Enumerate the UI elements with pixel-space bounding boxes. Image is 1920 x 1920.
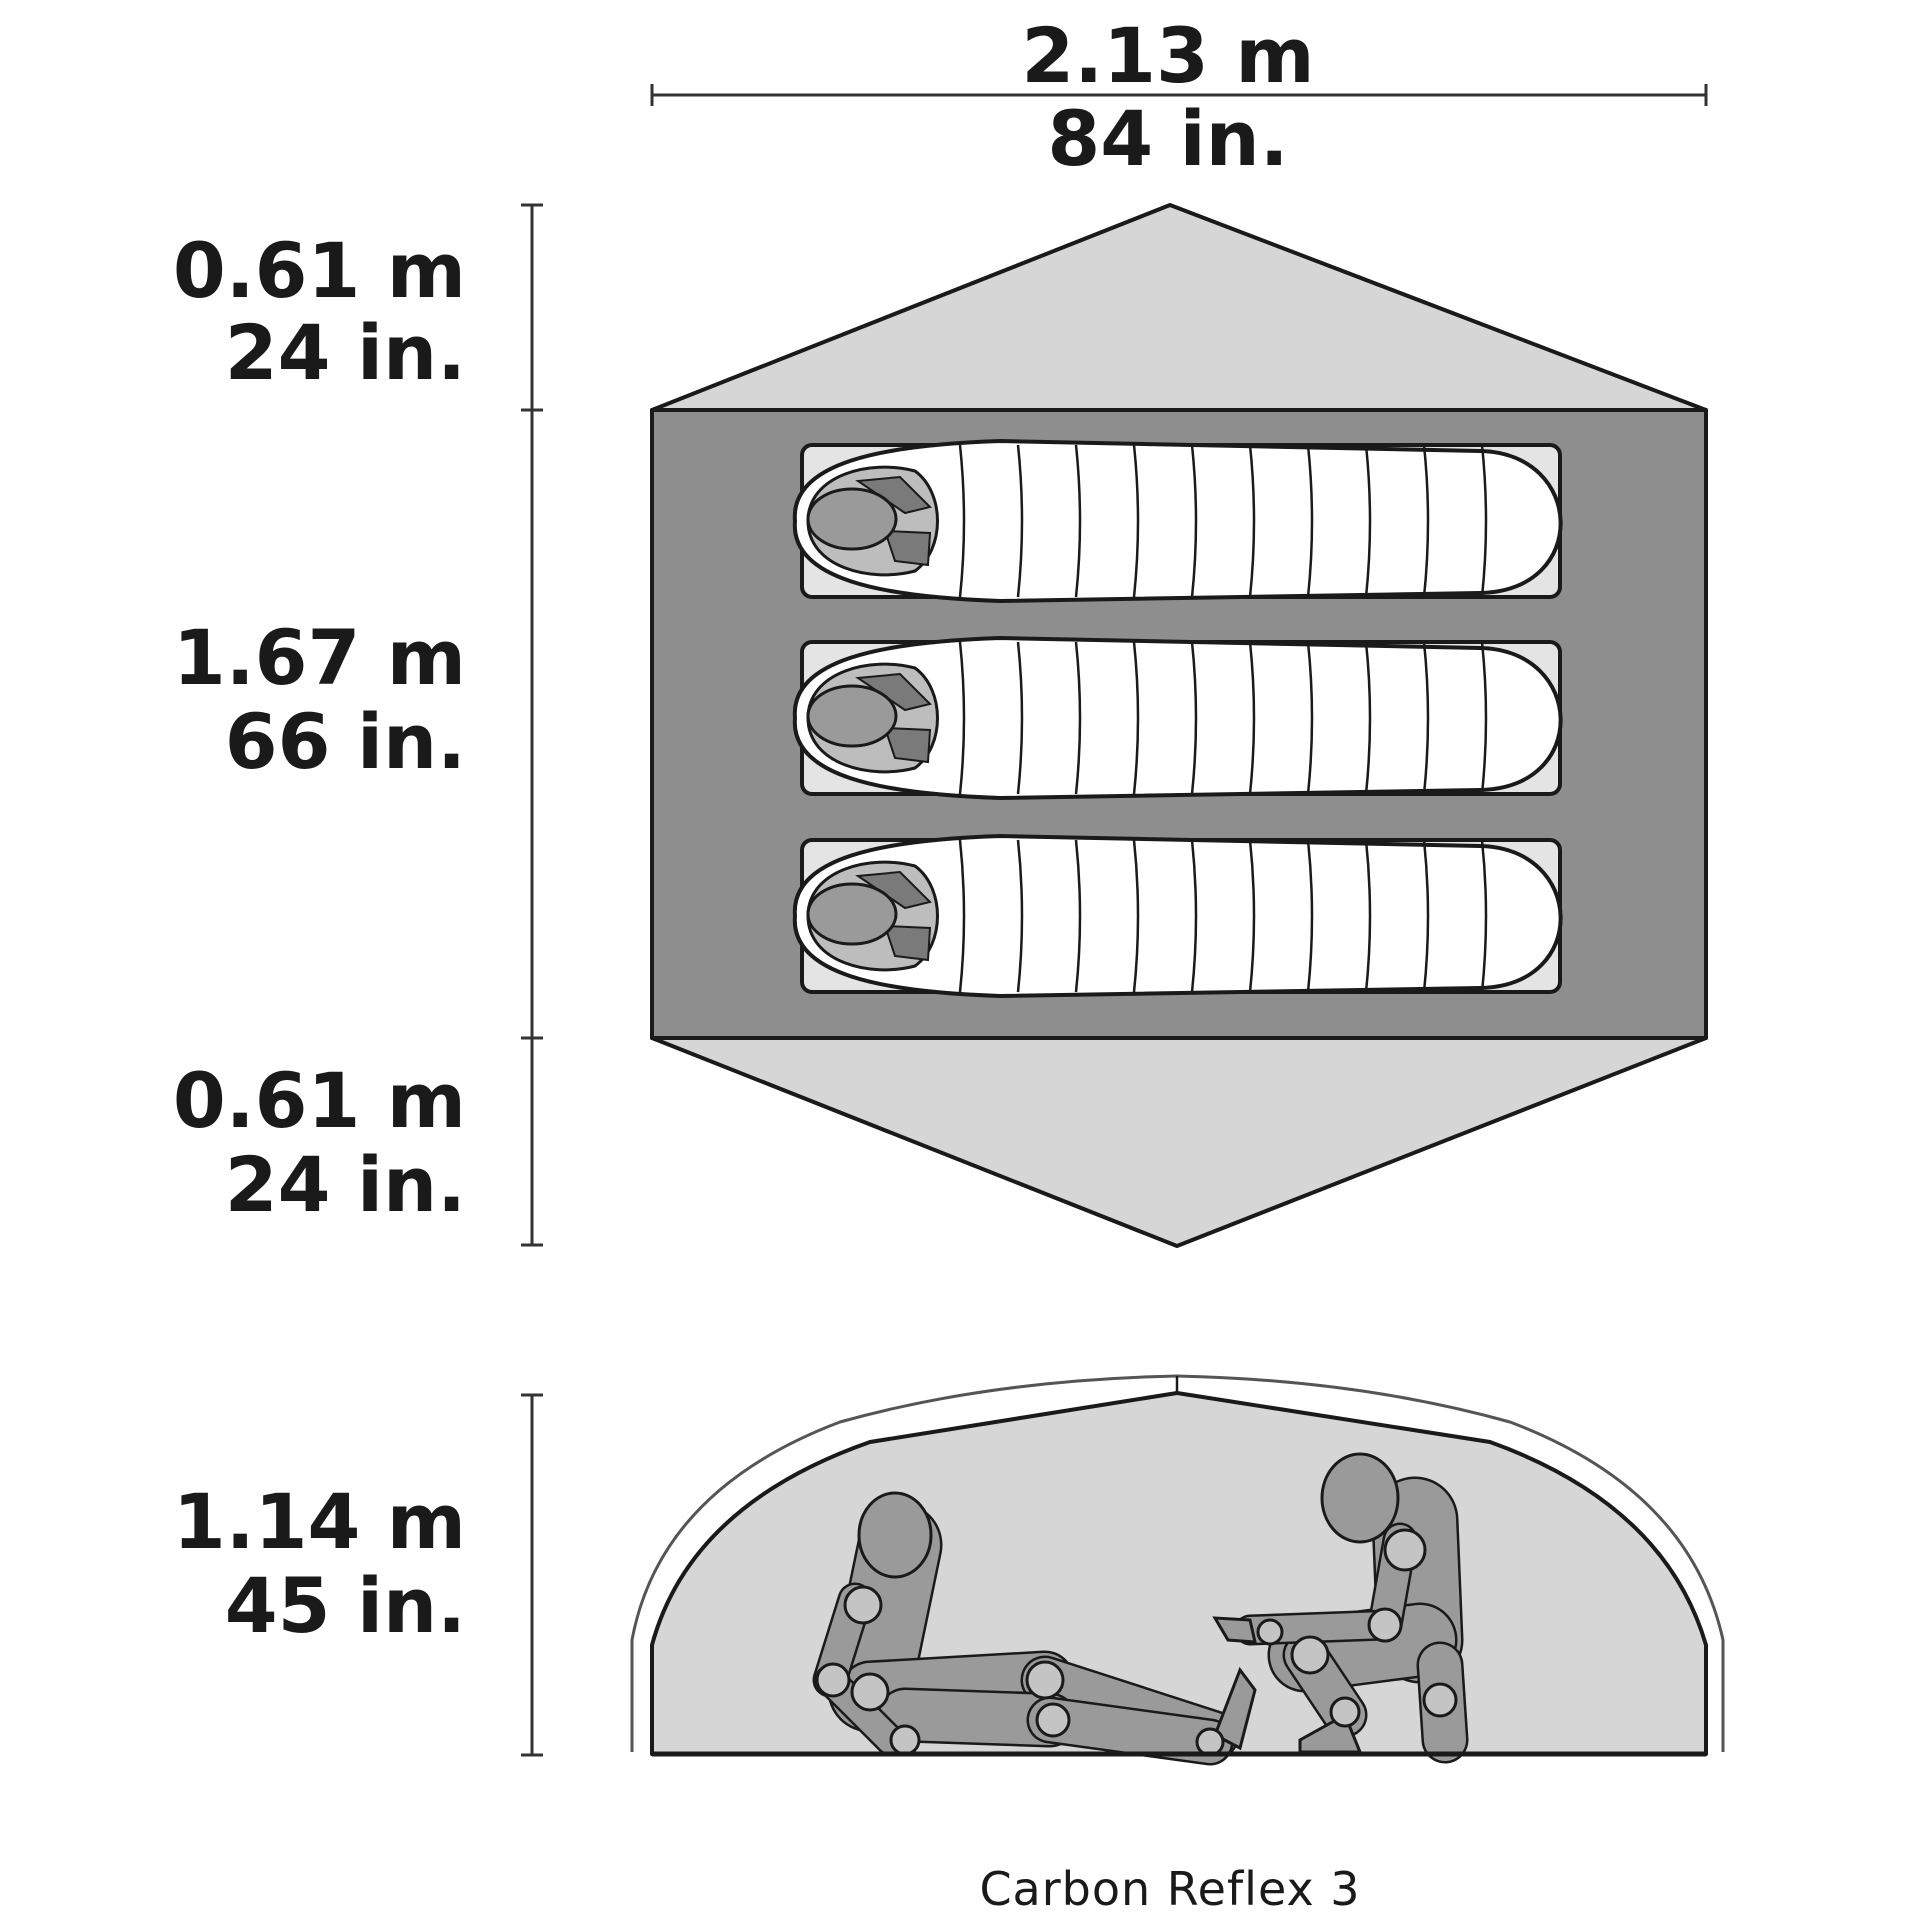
- joint: [1035, 1702, 1071, 1738]
- bag-baffle-line: [1132, 444, 1140, 598]
- floor-depth-imperial-label: 66 in.: [225, 697, 466, 786]
- bag-baffle-line: [1480, 444, 1488, 598]
- occupant-2: [792, 635, 1563, 801]
- bag-baffle-line: [1422, 641, 1430, 795]
- bag-baffle-line: [1016, 641, 1024, 795]
- floor-depth-metric-label: 1.67 m: [173, 613, 466, 702]
- joint: [1195, 1727, 1225, 1757]
- bag-baffle-line: [1422, 444, 1430, 598]
- bag-baffle-line: [1190, 444, 1198, 598]
- joint: [1367, 1607, 1403, 1643]
- joint: [1256, 1618, 1284, 1646]
- bag-baffle-line: [1306, 839, 1314, 993]
- joint: [815, 1662, 851, 1698]
- vestibule-bottom-imperial-label: 24 in.: [225, 1140, 466, 1229]
- bag-baffle-line: [958, 641, 966, 795]
- width-metric-label: 2.13 m: [1021, 11, 1314, 100]
- joint: [1329, 1696, 1361, 1728]
- head-shape: [806, 684, 898, 748]
- upper-leg: [843, 1653, 1072, 1717]
- bag-baffle-line: [1248, 444, 1256, 598]
- bag-baffle-line: [1074, 641, 1082, 795]
- height-metric-label: 1.14 m: [173, 1477, 466, 1566]
- hand: [1212, 1616, 1257, 1644]
- vestibule-top-metric-label: 0.61 m: [173, 226, 466, 315]
- bag-baffle-line: [1132, 839, 1140, 993]
- arm-shape: [883, 529, 932, 567]
- bag-baffle-line: [1422, 839, 1430, 993]
- tent-side-profile: [630, 1374, 1725, 1766]
- joint: [1383, 1528, 1427, 1572]
- bag-baffle-line: [1306, 444, 1314, 598]
- arm-shape: [883, 726, 932, 764]
- lower-leg-back: [1029, 1699, 1231, 1763]
- bag-baffle-line: [1364, 444, 1372, 598]
- bag-baffle-line: [958, 839, 966, 993]
- bag-baffle-line: [1074, 444, 1082, 598]
- bag-baffle-line: [1480, 641, 1488, 795]
- seated-figures: [812, 1452, 1469, 1766]
- tent-footprint: [650, 203, 1708, 1248]
- joint: [843, 1585, 883, 1625]
- bag-baffle-line: [958, 444, 966, 598]
- sleeping-occupants: [792, 438, 1563, 999]
- bag-baffle-line: [1132, 641, 1140, 795]
- bag-baffle-line: [1364, 839, 1372, 993]
- joint: [1025, 1660, 1065, 1700]
- width-imperial-label: 84 in.: [1047, 94, 1288, 183]
- bag-baffle-line: [1248, 641, 1256, 795]
- bag-baffle-line: [1190, 839, 1198, 993]
- width-dimension: 2.13 m 84 in.: [650, 11, 1708, 183]
- foot: [1213, 1666, 1257, 1751]
- depth-dimension: 0.61 m 24 in. 1.67 m 66 in. 0.61 m 24 in…: [173, 203, 543, 1247]
- bag-baffle-line: [1074, 839, 1082, 993]
- arm-shape: [883, 924, 932, 962]
- seated-figure-left: [812, 1491, 1257, 1766]
- bag-baffle-line: [1016, 839, 1024, 993]
- height-imperial-label: 45 in.: [225, 1561, 466, 1650]
- upper-leg-back: [880, 1690, 1075, 1745]
- bag-baffle-line: [1190, 641, 1198, 795]
- joint: [850, 1672, 890, 1712]
- occupant-3: [792, 833, 1563, 999]
- joint: [1422, 1682, 1458, 1718]
- product-name-caption: Carbon Reflex 3: [979, 1862, 1360, 1916]
- joint: [889, 1724, 921, 1756]
- bag-baffle-line: [1248, 839, 1256, 993]
- joint: [1290, 1635, 1330, 1675]
- vestibule-bottom-metric-label: 0.61 m: [173, 1056, 466, 1145]
- occupant-1: [792, 438, 1563, 604]
- head-shape: [806, 487, 898, 551]
- head: [1320, 1452, 1400, 1544]
- bag-baffle-line: [1306, 641, 1314, 795]
- head: [857, 1491, 933, 1579]
- head-shape: [806, 882, 898, 946]
- bag-baffle-line: [1016, 444, 1024, 598]
- seated-figure-right: [1212, 1452, 1469, 1764]
- bag-baffle-line: [1480, 839, 1488, 993]
- vestibule-top-imperial-label: 24 in.: [225, 308, 466, 397]
- bag-baffle-line: [1364, 641, 1372, 795]
- height-dimension: 1.14 m 45 in.: [173, 1393, 543, 1757]
